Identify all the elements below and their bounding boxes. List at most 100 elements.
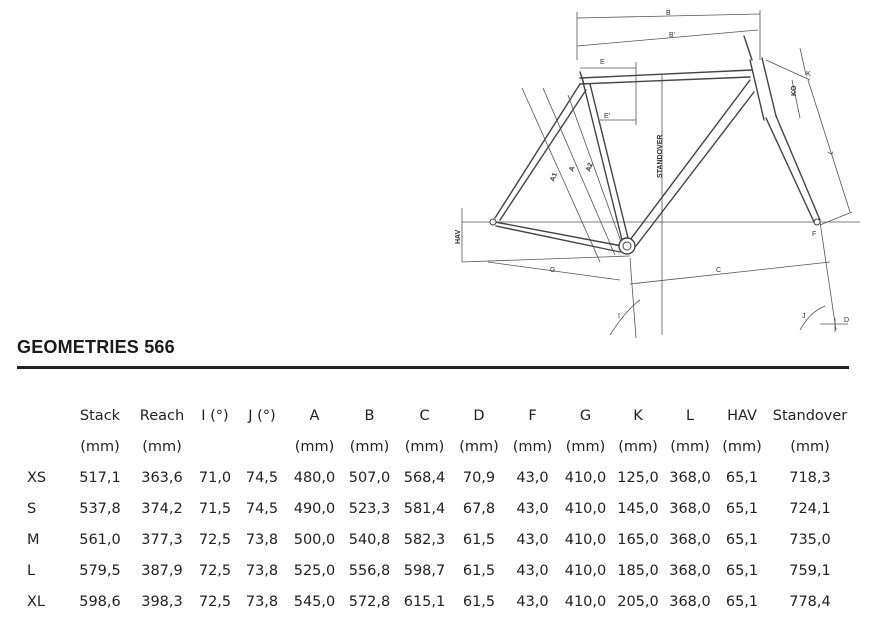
table-cell: 545,0 [293,593,336,610]
table-cell: 73,8 [245,593,279,610]
table-header-row: Stack Reach I (°) J (°) A B C D F G K L … [17,400,852,431]
table-cell: 145,0 [617,500,659,517]
header-cell [17,400,69,431]
table-cell: 525,0 [293,562,336,579]
table-row: M 561,0 377,3 72,5 73,8 500,0 540,8 582,… [17,524,852,555]
table-cell: 368,0 [669,593,711,610]
table-cell: 72,5 [198,593,232,610]
diagram-label-hav: HAV [455,229,462,244]
header-cell: J (°) [248,407,276,424]
unit-cell: (mm) [404,438,445,455]
unit-cell: (mm) [80,438,120,455]
size-cell: L [27,562,36,579]
table-cell: 507,0 [348,469,391,486]
header-cell: HAV [727,407,757,424]
unit-cell: (mm) [722,438,762,455]
header-cell: Stack [79,407,121,424]
table-cell: 540,8 [348,531,391,548]
table-cell: 65,1 [725,500,759,517]
diagram-label-a2: A2 [585,162,594,173]
size-cell: XS [27,469,47,486]
unit-cell: (mm) [618,438,658,455]
header-cell: I (°) [201,407,229,424]
unit-cell [17,431,69,462]
table-cell: 368,0 [669,531,711,548]
unit-cell: (mm) [294,438,335,455]
header-cell: L [685,407,695,424]
header-cell: Standover [772,407,848,424]
page-title: GEOMETRIES 566 [17,337,175,357]
diagram-label-l: L [827,149,835,155]
header-cell: Reach [139,407,185,424]
table-cell: 579,5 [79,562,121,579]
table-cell: 500,0 [293,531,336,548]
table-cell: 561,0 [79,531,121,548]
header-cell: G [579,407,592,424]
diagram-label-k: K [806,71,811,78]
header-cell: F [528,407,537,424]
table-cell: 125,0 [617,469,659,486]
table-cell: 537,8 [79,500,121,517]
table-cell: 568,4 [403,469,446,486]
diagram-label-e: E [600,59,605,66]
header-cell: B [364,407,375,424]
table-cell: 368,0 [669,500,711,517]
table-cell: 724,1 [789,500,831,517]
table-cell: 363,6 [141,469,183,486]
table-cell: 598,7 [403,562,446,579]
table-cell: 377,3 [141,531,183,548]
table-cell: 523,3 [348,500,391,517]
table-cell: 374,2 [141,500,183,517]
table-row: XL 598,6 398,3 72,5 73,8 545,0 572,8 615… [17,586,852,617]
table-cell: 185,0 [617,562,659,579]
frame-geometry-diagram: B B' E E' K KO L A1 A A2 STANDOVER HAV G… [455,10,860,339]
table-cell: 410,0 [564,500,607,517]
table-cell: 43,0 [516,593,549,610]
table-row: S 537,8 374,2 71,5 74,5 490,0 523,3 581,… [17,493,852,524]
table-cell: 61,5 [462,531,496,548]
size-cell: S [27,500,37,517]
title-divider [17,366,849,369]
geometry-table: Stack Reach I (°) J (°) A B C D F G K L … [17,400,852,617]
table-row: L 579,5 387,9 72,5 73,8 525,0 556,8 598,… [17,555,852,586]
diagram-label-i: I [618,313,620,320]
diagram-label-b: B [666,10,671,17]
table-cell: 410,0 [564,593,607,610]
table-cell: 72,5 [198,562,232,579]
size-cell: XL [27,593,46,610]
unit-cell: (mm) [459,438,499,455]
diagram-label-g: G [550,267,555,274]
table-cell: 718,3 [789,469,831,486]
table-cell: 598,6 [79,593,121,610]
table-cell: 517,1 [79,469,121,486]
table-cell: 205,0 [617,593,659,610]
table-cell: 65,1 [725,469,759,486]
diagram-label-c: C [716,267,721,274]
unit-cell: (mm) [790,438,830,455]
table-row: XS 517,1 363,6 71,0 74,5 480,0 507,0 568… [17,462,852,493]
diagram-label-a1: A1 [549,172,559,183]
table-cell: 368,0 [669,562,711,579]
table-cell: 67,8 [462,500,496,517]
table-cell: 410,0 [564,562,607,579]
unit-cell: (mm) [670,438,710,455]
table-cell: 73,8 [245,562,279,579]
table-cell: 615,1 [403,593,446,610]
diagram-label-b-prime: B' [669,32,675,39]
table-cell: 490,0 [293,500,336,517]
table-cell: 778,4 [789,593,831,610]
table-cell: 572,8 [348,593,391,610]
table-cell: 74,5 [245,500,279,517]
table-cell: 61,5 [462,593,496,610]
table-cell: 43,0 [516,500,549,517]
table-cell: 73,8 [245,531,279,548]
table-cell: 165,0 [617,531,659,548]
unit-cell: (mm) [142,438,182,455]
table-cell: 65,1 [725,562,759,579]
diagram-label-e-prime: E' [604,113,610,120]
table-cell: 398,3 [141,593,183,610]
diagram-label-standover: STANDOVER [657,135,664,178]
diagram-label-a: A [568,166,576,173]
table-cell: 65,1 [725,531,759,548]
table-cell: 410,0 [564,531,607,548]
